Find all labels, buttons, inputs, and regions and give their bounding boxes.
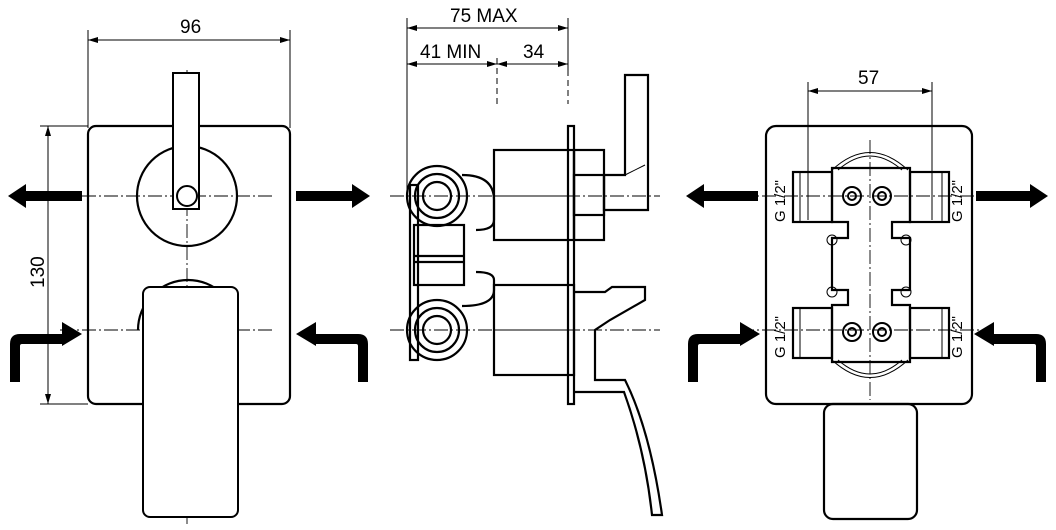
mixer-lever [142, 286, 239, 518]
dimension-inlet-spacing-label: 57 [858, 68, 879, 89]
valve-body [408, 73, 650, 406]
thread-label-top-right: G 1/2" [949, 180, 966, 222]
dimension-height-label: 130 [28, 256, 49, 288]
dimension-depth-min-label: 41 MIN [420, 42, 481, 63]
rear-inlet-arrow-left-icon [688, 322, 760, 382]
side-view: 75 MAX 41 MIN 34 [390, 6, 664, 517]
side-cover-plate [566, 124, 576, 406]
outlet-arrow-right-icon [296, 184, 370, 208]
diverter-knob-side [602, 73, 650, 212]
front-view: 96 130 [8, 17, 370, 525]
inlet-arrow-right-icon [296, 322, 368, 382]
diverter-cartridge [572, 148, 606, 242]
thread-label-top-left: G 1/2" [772, 180, 789, 222]
dimension-height: 130 [28, 125, 88, 405]
valve-body-rear [830, 166, 912, 364]
rear-outlet-arrow-left-icon [686, 184, 758, 208]
rear-lever [822, 402, 919, 521]
dimension-width: 96 [87, 17, 291, 128]
dimension-depth-max-label: 75 MAX [450, 6, 518, 27]
dimension-inlet-spacing: 57 [807, 68, 933, 220]
rear-outlet-arrow-right-icon [976, 184, 1048, 208]
dimension-width-label: 96 [180, 17, 201, 38]
mixer-lever-side [574, 285, 664, 517]
outlet-arrow-left-icon [8, 184, 82, 208]
rear-inlet-arrow-right-icon [974, 322, 1046, 382]
rear-view: 57 [686, 68, 1048, 521]
dimension-adjust-label: 34 [523, 42, 545, 63]
thread-label-bottom-right: G 1/2" [949, 316, 966, 358]
inlet-arrow-left-icon [10, 322, 82, 382]
thread-label-bottom-left: G 1/2" [772, 316, 789, 358]
dimension-depth: 75 MAX 41 MIN 34 [406, 6, 569, 190]
